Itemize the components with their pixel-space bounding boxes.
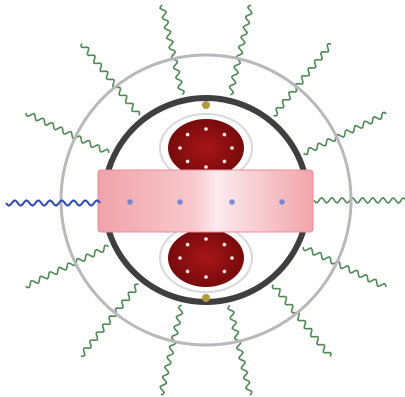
lobe-dot [230, 256, 234, 260]
lobe-dot [204, 165, 208, 169]
green-wavy-line [81, 284, 139, 356]
connector-dot-bottom [202, 294, 210, 302]
green-wavy-line [160, 5, 184, 95]
connector-dot-top [202, 101, 210, 109]
green-wavy-line [303, 112, 386, 154]
lobe-dot [178, 146, 182, 150]
lobe-dot [223, 133, 227, 137]
lobe-dot [186, 133, 190, 137]
band-dot [229, 199, 235, 205]
green-wavy-line [303, 247, 386, 287]
lower-lobe [160, 224, 252, 292]
green-wavy-line [230, 5, 252, 95]
lobe-dot [223, 243, 227, 247]
green-wavy-line [160, 305, 182, 395]
lobe-dot [223, 160, 227, 164]
incoming-blue-wave [6, 200, 100, 205]
green-wavy-line [81, 43, 140, 115]
lobe-dot [186, 243, 190, 247]
green-wavy-line [272, 285, 331, 357]
green-wavy-line [228, 305, 252, 395]
green-wavy-line [274, 44, 332, 116]
band-dot [177, 199, 183, 205]
lobe-dot [204, 275, 208, 279]
lobe-dot [223, 270, 227, 274]
green-wavy-line [26, 245, 109, 287]
green-wavy-line [314, 198, 405, 203]
band-dot [279, 199, 285, 205]
lobe-dot [186, 160, 190, 164]
lobe-dot [230, 146, 234, 150]
band-dot [127, 199, 133, 205]
lobe-dot [186, 270, 190, 274]
lobe-dot [178, 256, 182, 260]
lobe-dot [204, 127, 208, 131]
green-wavy-line [26, 113, 109, 153]
lobe-dot [204, 237, 208, 241]
